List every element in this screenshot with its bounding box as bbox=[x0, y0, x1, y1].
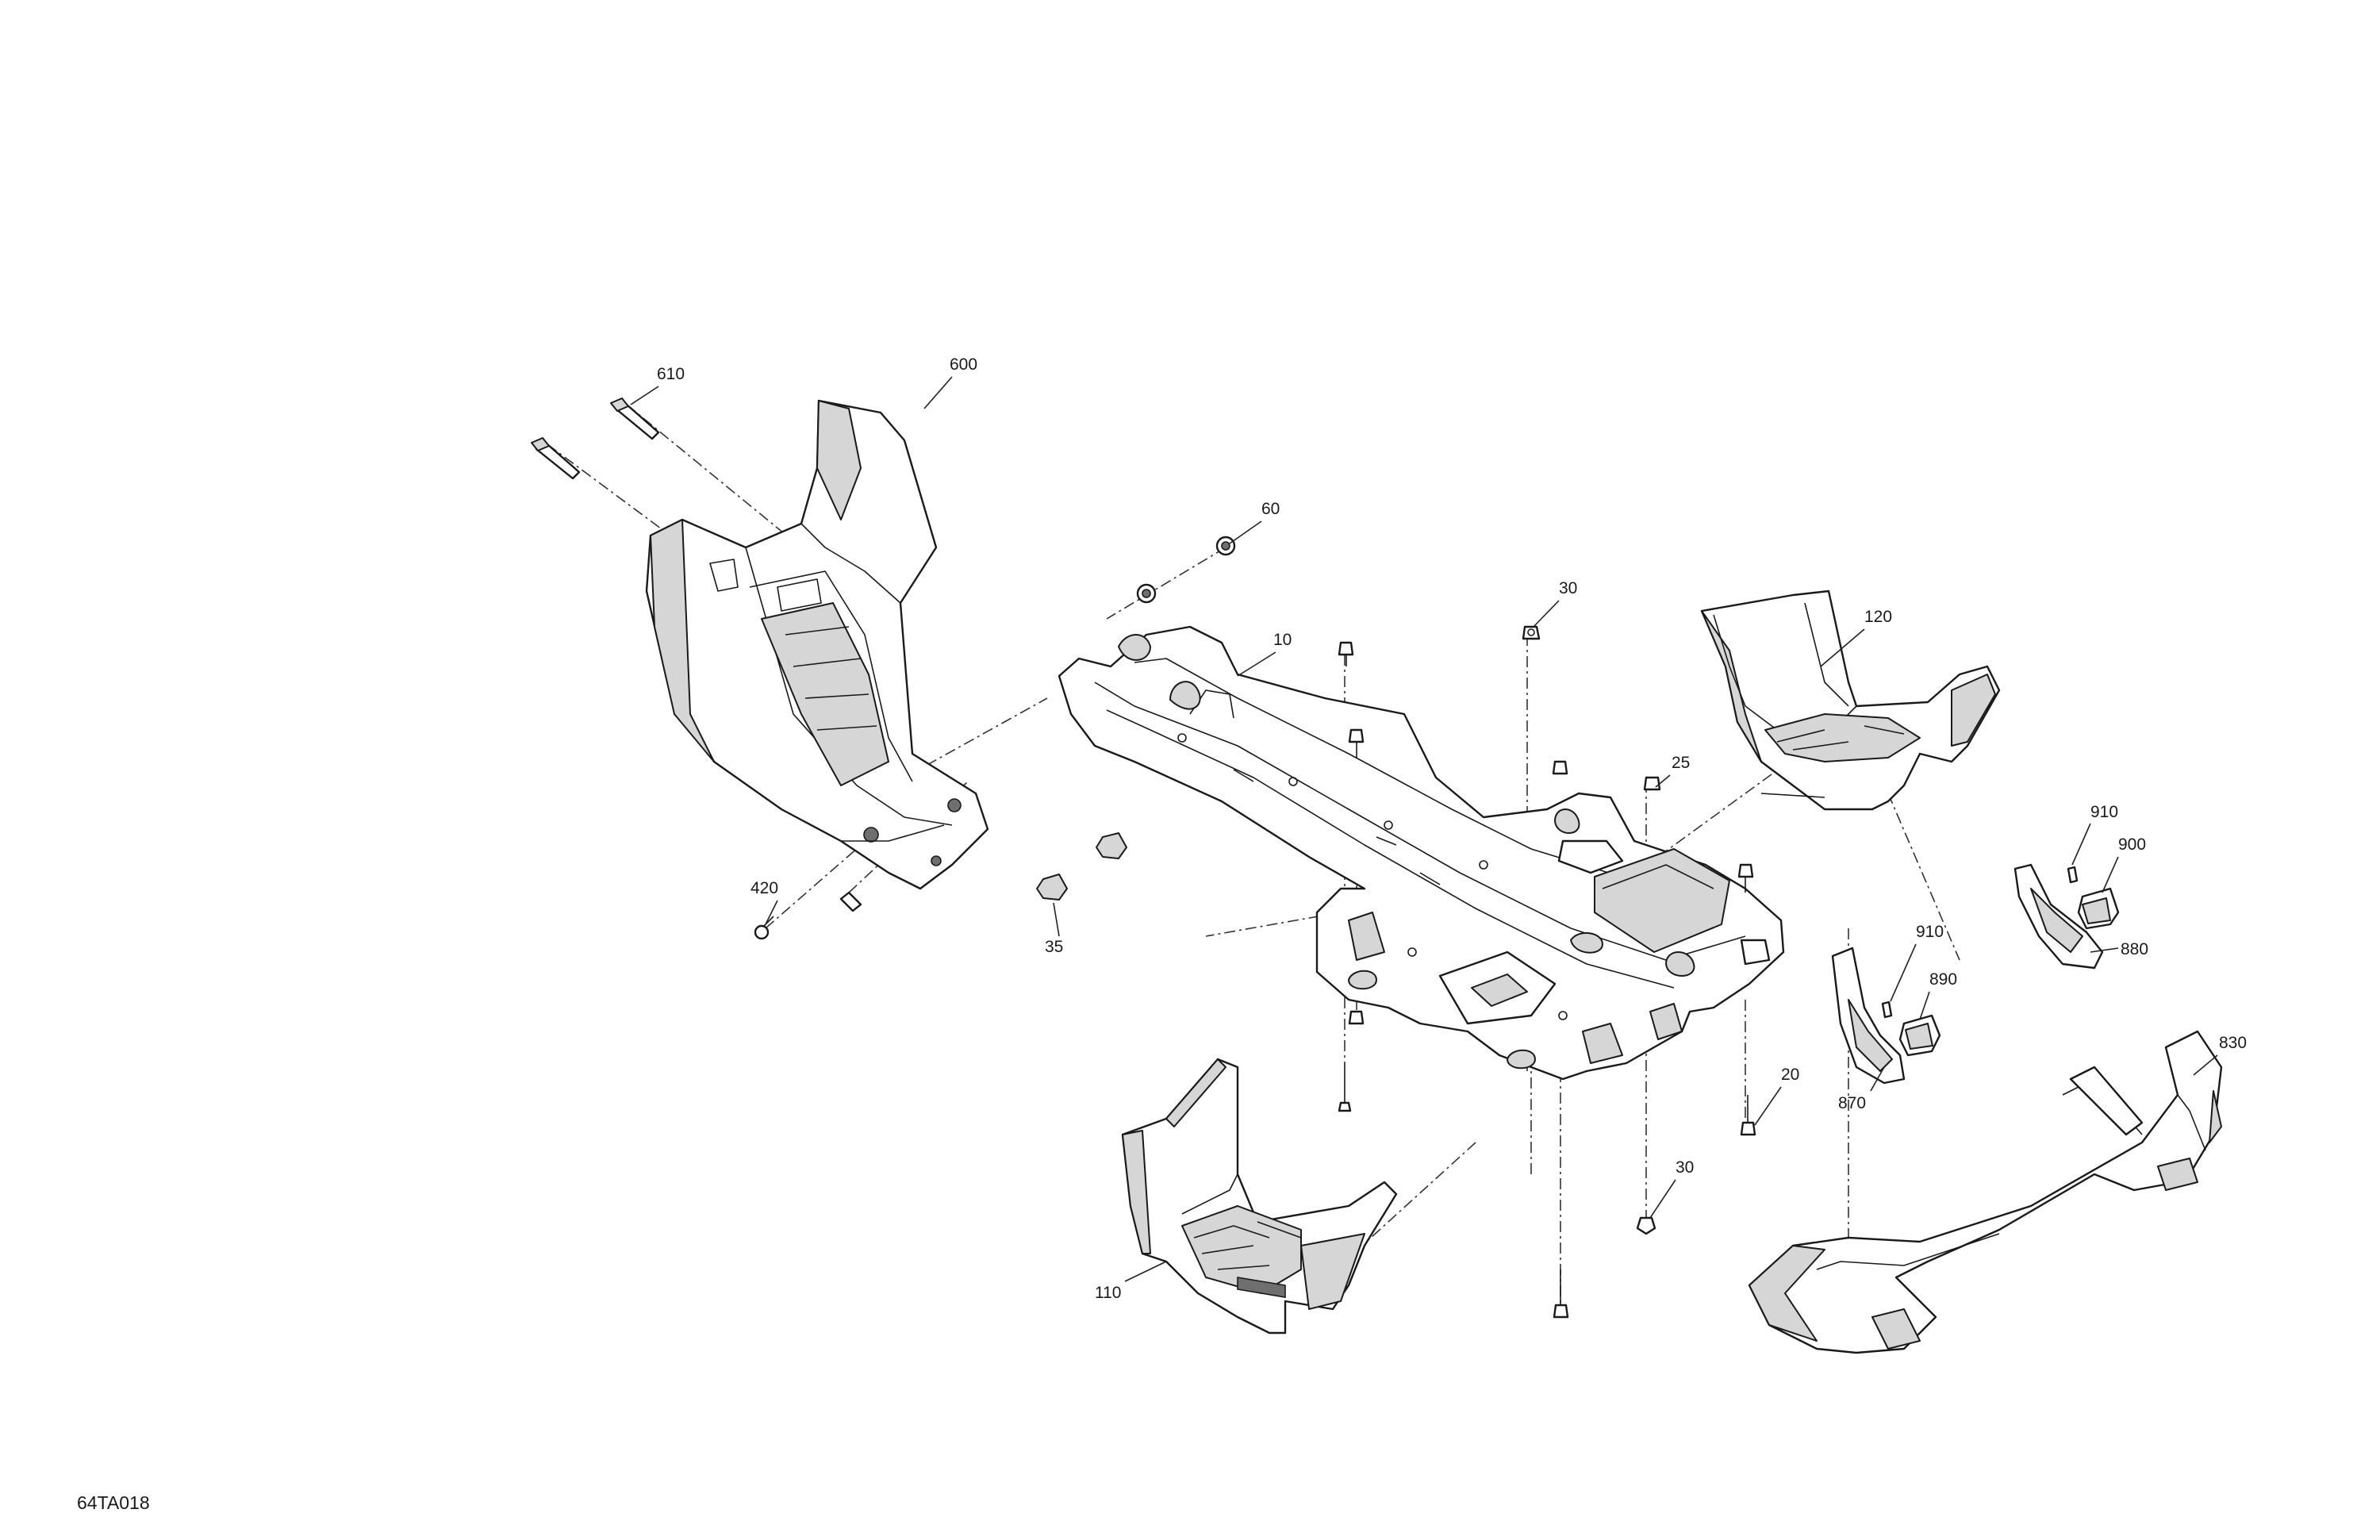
bolt-top-d bbox=[1737, 863, 1754, 893]
callout-leaders bbox=[630, 376, 2218, 1282]
front-bracket-600 bbox=[645, 399, 989, 890]
callout-30-top: 30 bbox=[1559, 579, 1577, 597]
bolt-610 bbox=[610, 397, 660, 440]
rubber-block-900 bbox=[2077, 887, 2120, 930]
nut-35 bbox=[1036, 832, 1127, 901]
callout-900: 900 bbox=[2118, 835, 2146, 854]
bolt-610b bbox=[531, 437, 581, 480]
callout-880: 880 bbox=[2121, 940, 2148, 958]
footwell-110 bbox=[1121, 1058, 1398, 1335]
callout-600: 600 bbox=[950, 355, 977, 374]
bolt-bottom-a bbox=[1338, 1063, 1352, 1112]
callout-60: 60 bbox=[1261, 500, 1280, 518]
callout-910-right: 910 bbox=[2090, 803, 2118, 821]
callout-20: 20 bbox=[1781, 1066, 1799, 1084]
rubber-block-890 bbox=[1898, 1014, 1941, 1057]
footwell-120 bbox=[1700, 590, 2001, 811]
nut-60 bbox=[1215, 536, 1236, 556]
callout-30-bottom: 30 bbox=[1676, 1158, 1694, 1177]
callout-420: 420 bbox=[750, 879, 778, 897]
callout-35: 35 bbox=[1045, 938, 1063, 956]
bolt-top-b bbox=[1348, 728, 1365, 758]
callout-890: 890 bbox=[1929, 970, 1957, 989]
callout-110: 110 bbox=[1095, 1284, 1121, 1302]
screw-910b bbox=[1881, 1000, 1893, 1019]
bracket-870 bbox=[1831, 947, 1906, 1085]
bracket-880 bbox=[2013, 863, 2104, 970]
callout-120: 120 bbox=[1864, 608, 1892, 626]
callout-25: 25 bbox=[1672, 754, 1690, 772]
bolt-420 bbox=[754, 891, 862, 940]
figure-code: 64TA018 bbox=[77, 1492, 150, 1513]
rear-bumper-830 bbox=[1748, 1030, 2223, 1354]
bolt-25 bbox=[1643, 776, 1661, 791]
callout-labels: 610 600 60 30 120 10 25 910 900 880 910 … bbox=[657, 355, 2247, 1302]
bolt-20 bbox=[1740, 1095, 1756, 1136]
skid-plate-10 bbox=[1058, 625, 1785, 1081]
callout-870: 870 bbox=[1838, 1094, 1866, 1112]
bolt-bottom-b bbox=[1348, 1010, 1365, 1025]
screw-910a bbox=[2067, 866, 2079, 884]
bolt-top-c bbox=[1552, 760, 1568, 775]
callout-830: 830 bbox=[2219, 1034, 2247, 1052]
callout-10: 10 bbox=[1273, 631, 1292, 649]
fasteners bbox=[531, 397, 2079, 1319]
bolt-top-a bbox=[1338, 641, 1354, 666]
callout-910-left: 910 bbox=[1916, 923, 1944, 941]
nut-60b bbox=[1136, 583, 1157, 604]
callout-610: 610 bbox=[657, 365, 685, 383]
nut-30-bottom bbox=[1636, 1216, 1656, 1235]
bolt-bottom-c bbox=[1553, 1269, 1569, 1319]
bolt-30-top bbox=[1522, 625, 1541, 640]
